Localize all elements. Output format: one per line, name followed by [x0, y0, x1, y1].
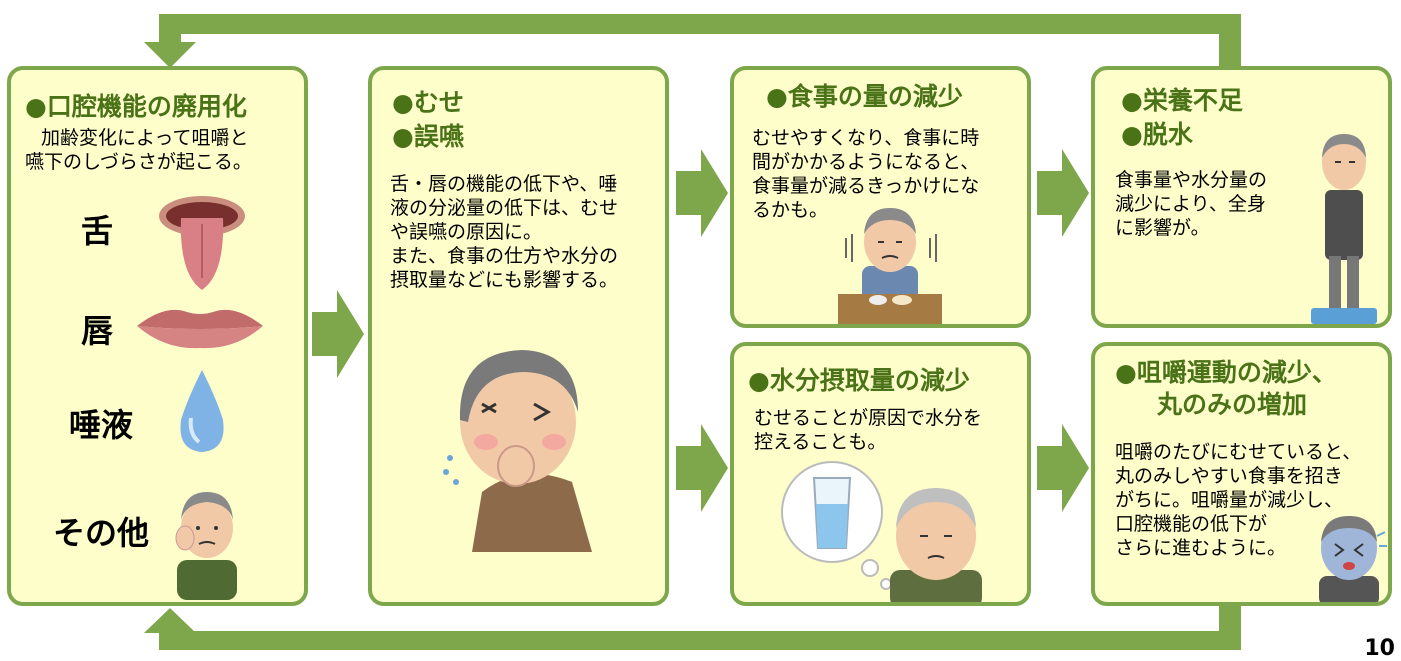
- arrow-box4-to-box6: [1037, 424, 1089, 512]
- box1-desc-line2: 嚥下のしづらさが起こる。: [25, 151, 252, 173]
- box3-body-line3: 食事量が減るきっかけにな: [752, 175, 980, 197]
- box5-title-line2: ●脱水: [1121, 120, 1193, 149]
- thinking-of-water-illustration: [781, 461, 982, 602]
- box4-body-line1: むせることが原因で水分を: [754, 407, 983, 429]
- box5-body-line3: に影響が。: [1115, 217, 1210, 239]
- box2-body-line4: また、食事の仕方や水分の: [390, 245, 619, 267]
- box6-body-line4: 口腔機能の低下が: [1115, 513, 1268, 535]
- box3-body-line4: るかも。: [752, 199, 829, 221]
- elderly-person-cheek-illustration: [175, 492, 237, 600]
- label-saliva: 唾液: [69, 406, 134, 444]
- saliva-drop-illustration: [180, 370, 224, 452]
- lips-illustration: [137, 309, 263, 349]
- box5-title-line1: ●栄養不足: [1121, 86, 1243, 115]
- arrow-box2-to-box3: [676, 149, 728, 237]
- box6-body-line5: さらに進むように。: [1115, 537, 1287, 559]
- box5-body-line1: 食事量や水分量の: [1115, 169, 1268, 191]
- box6-title-line1: ●咀嚼運動の減少、: [1115, 358, 1337, 387]
- box1-desc-line1: 加齢変化によって咀嚼と: [41, 127, 249, 149]
- box3-title: ●食事の量の減少: [766, 82, 963, 111]
- box6-body-line1: 咀嚼のたびにむせていると、: [1115, 441, 1362, 463]
- box6-body-line3: がちに。咀嚼量が減少し、: [1115, 489, 1344, 511]
- box2-title-line1: ●むせ: [392, 88, 464, 117]
- box-reduced-fluid-intake: ●水分摂取量の減少 むせることが原因で水分を 控えることも。: [730, 342, 1031, 606]
- box-oral-disuse: ●口腔機能の廃用化 加齢変化によって咀嚼と 嚥下のしづらさが起こる。 舌 唇 唾…: [7, 66, 308, 606]
- box-reduced-meal: ●食事の量の減少 むせやすくなり、食事に時 間がかかるようになると、 食事量が減…: [730, 66, 1031, 328]
- label-lips: 唇: [81, 312, 114, 350]
- box3-body-line1: むせやすくなり、食事に時: [752, 127, 980, 149]
- box6-title-line2: 丸のみの増加: [1157, 390, 1308, 419]
- box1-title: ●口腔機能の廃用化: [25, 92, 247, 121]
- tongue-illustration: [159, 196, 245, 290]
- thin-elderly-on-scale-illustration: [1311, 134, 1377, 324]
- loop-arrow-bottom: [144, 592, 1241, 650]
- arrow-box2-to-box4: [676, 424, 728, 512]
- box4-body-line2: 控えることも。: [754, 431, 887, 453]
- label-tongue: 舌: [81, 212, 114, 250]
- loop-arrow-top: [144, 14, 1241, 70]
- box2-body-line3: や誤嚥の原因に。: [390, 221, 543, 243]
- box-reduced-chewing: ●咀嚼運動の減少、 丸のみの増加 咀嚼のたびにむせていると、 丸のみしやすい食事…: [1091, 342, 1392, 606]
- box5-body-line2: 減少により、全身: [1115, 193, 1266, 215]
- box3-body-line2: 間がかかるようになると、: [752, 151, 980, 173]
- elderly-at-table-illustration: [838, 208, 942, 324]
- box2-body-line5: 摂取量などにも影響する。: [390, 269, 619, 291]
- box2-title-line2: ●誤嚥: [392, 122, 464, 151]
- choking-elderly-illustration: [1319, 516, 1387, 602]
- box-choking-aspiration: ●むせ ●誤嚥 舌・唇の機能の低下や、唾 液の分泌量の低下は、むせ や誤嚥の原因…: [368, 66, 669, 606]
- box2-body-line2: 液の分泌量の低下は、むせ: [390, 197, 619, 219]
- arrow-box1-to-box2: [312, 290, 364, 378]
- box6-body-line2: 丸のみしやすい食事を招き: [1115, 465, 1343, 487]
- box2-body-line1: 舌・唇の機能の低下や、唾: [390, 173, 618, 195]
- arrow-box3-to-box5: [1037, 149, 1089, 237]
- box-malnutrition-dehydration: ●栄養不足 ●脱水 食事量や水分量の 減少により、全身 に影響が。: [1091, 66, 1392, 328]
- page-number: 10: [1364, 636, 1395, 661]
- label-other: その他: [53, 514, 150, 552]
- box4-title: ●水分摂取量の減少: [748, 366, 970, 395]
- coughing-elderly-illustration: [443, 350, 592, 552]
